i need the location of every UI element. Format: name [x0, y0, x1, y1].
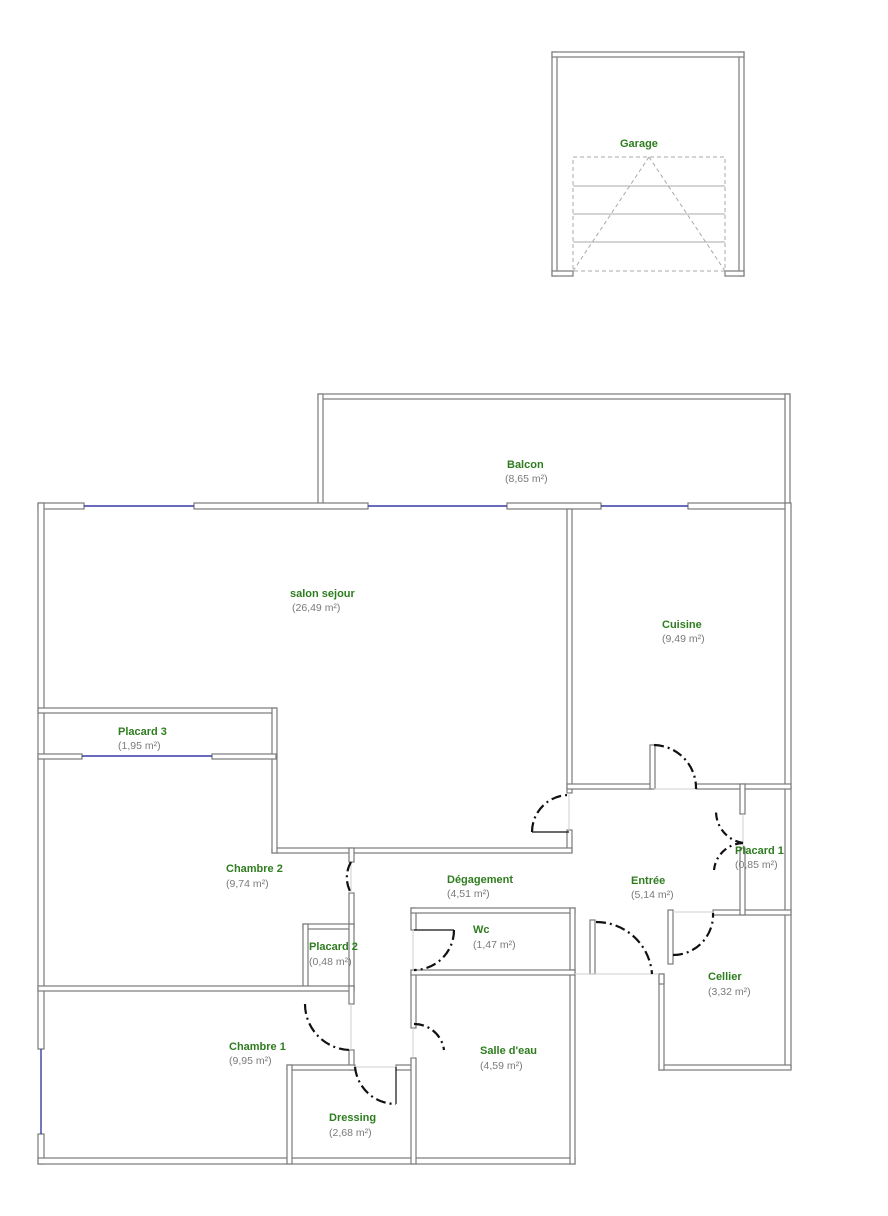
chambre1-area: (9,95 m²) — [229, 1055, 272, 1067]
chambre2-area: (9,74 m²) — [226, 878, 269, 890]
placard2-area: (0,48 m²) — [309, 956, 352, 968]
interior-wall — [286, 1064, 356, 1071]
interior-wall — [410, 1057, 417, 1165]
door-swing — [595, 920, 654, 975]
interior-wall — [211, 753, 277, 760]
garage-wall — [551, 51, 558, 277]
doors — [303, 743, 744, 1106]
windows — [40, 505, 688, 1134]
salle-name: Salle d'eau — [480, 1045, 537, 1057]
cellier-name: Cellier — [708, 971, 742, 983]
chambre2-name: Chambre 2 — [226, 863, 283, 875]
door-swing — [653, 743, 698, 790]
interior-wall — [566, 783, 652, 790]
outer-wall — [506, 502, 602, 510]
door-swing — [712, 841, 744, 871]
interior-wall — [667, 909, 674, 965]
outer-wall — [37, 502, 85, 510]
interior-wall — [348, 985, 355, 1005]
outer-wall — [37, 502, 45, 1050]
dressing-area: (2,68 m²) — [329, 1127, 372, 1139]
door-swing — [303, 1003, 352, 1052]
interior-wall — [410, 969, 576, 976]
interior-wall — [302, 923, 355, 930]
garage-door — [572, 156, 726, 272]
door-swing — [353, 1066, 397, 1106]
wc-area: (1,47 m²) — [473, 939, 516, 951]
interior-wall — [37, 985, 355, 992]
balcon-area: (8,65 m²) — [505, 473, 548, 485]
cellier-area: (3,32 m²) — [708, 986, 751, 998]
interior-wall — [37, 707, 277, 714]
outer-wall — [658, 1064, 792, 1071]
garage-name: Garage — [620, 138, 658, 150]
outer-wall — [569, 969, 576, 1165]
interior-wall — [410, 907, 576, 914]
garage-door-diagonal — [572, 156, 650, 272]
interior-wall — [566, 508, 573, 794]
placard2-name: Placard 2 — [309, 941, 358, 953]
cuisine-area: (9,49 m²) — [662, 633, 705, 645]
room-labels: Garage Balcon (8,65 m²) salon sejour (26… — [118, 138, 784, 1139]
interior-wall — [649, 744, 656, 790]
interior-wall — [348, 847, 355, 863]
balcon-name: Balcon — [507, 459, 544, 471]
cuisine-name: Cuisine — [662, 619, 702, 631]
interior-wall — [658, 973, 665, 985]
interior-wall — [271, 707, 278, 854]
interior-wall — [569, 907, 576, 971]
interior-wall — [286, 1064, 293, 1165]
dressing-name: Dressing — [329, 1112, 376, 1124]
placard3-name: Placard 3 — [118, 726, 167, 738]
garage-wall — [551, 51, 745, 58]
salle-area: (4,59 m²) — [480, 1060, 523, 1072]
interior-wall — [410, 969, 417, 1029]
door-swing — [413, 1022, 446, 1051]
walls — [37, 51, 792, 1165]
outer-wall — [658, 973, 665, 1071]
salon-area: (26,49 m²) — [292, 602, 340, 614]
balcony-wall — [317, 393, 324, 507]
door-swing — [714, 811, 744, 845]
garage-wall — [724, 270, 745, 277]
door-swing — [672, 912, 715, 957]
interior-wall — [589, 919, 596, 975]
placard1-area: (0,85 m²) — [735, 859, 778, 871]
interior-wall — [37, 753, 83, 760]
interior-wall — [302, 923, 309, 991]
balcony-wall — [784, 393, 791, 507]
degagement-area: (4,51 m²) — [447, 888, 490, 900]
entree-name: Entrée — [631, 875, 665, 887]
balcony-wall — [317, 393, 791, 400]
garage-wall — [551, 270, 574, 277]
placard3-area: (1,95 m²) — [118, 740, 161, 752]
interior-wall — [739, 783, 746, 815]
garage-wall — [738, 51, 745, 277]
entree-area: (5,14 m²) — [631, 889, 674, 901]
outer-wall — [687, 502, 791, 510]
outer-wall — [193, 502, 369, 510]
outer-wall — [37, 1157, 576, 1165]
wc-name: Wc — [473, 924, 490, 936]
door-swing — [413, 929, 456, 972]
chambre1-name: Chambre 1 — [229, 1041, 286, 1053]
door-thresholds — [350, 788, 744, 1068]
door-swing — [345, 861, 352, 894]
placard1-name: Placard 1 — [735, 845, 784, 857]
door-swing — [530, 793, 570, 833]
interior-wall — [271, 847, 573, 854]
interior-wall — [348, 892, 355, 926]
degagement-name: Dégagement — [447, 874, 513, 886]
interior-wall — [712, 909, 792, 916]
salon-name: salon sejour — [290, 588, 356, 600]
garage-door-diagonal — [648, 156, 726, 272]
